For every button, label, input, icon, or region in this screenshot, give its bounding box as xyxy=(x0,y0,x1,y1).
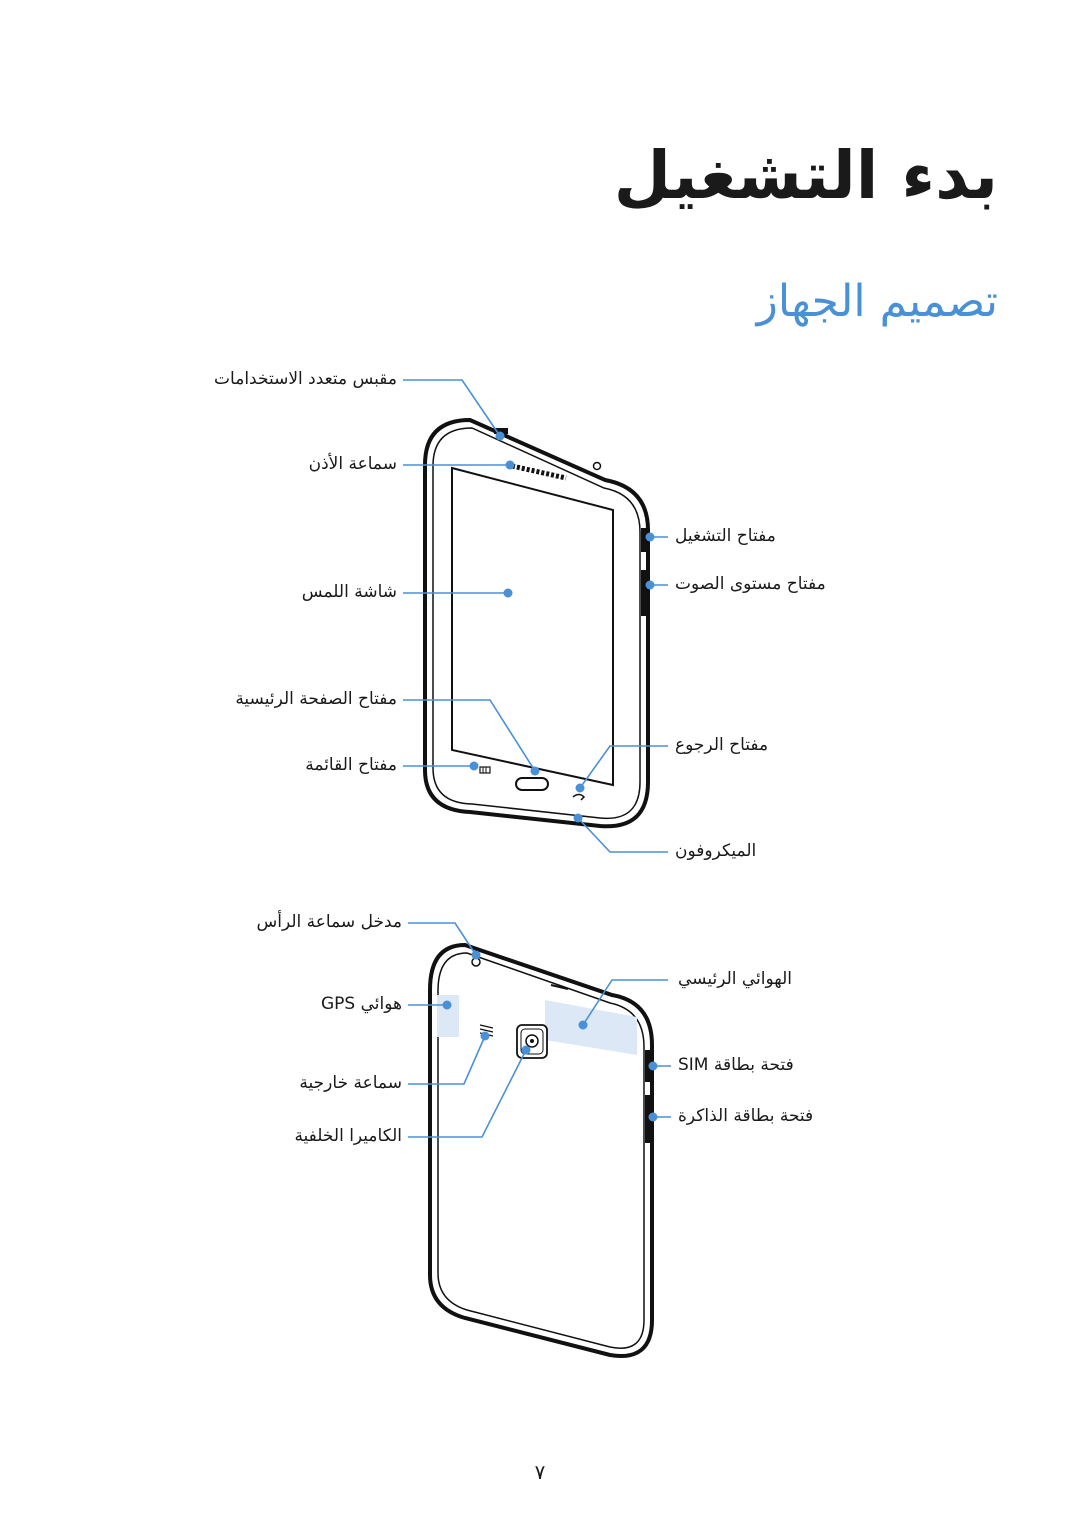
label-power-key: مفتاح التشغيل xyxy=(675,526,776,546)
label-earpiece: سماعة الأذن xyxy=(308,454,397,474)
label-gps-antenna: هوائي GPS xyxy=(321,994,402,1014)
sim-slot-cover xyxy=(645,1050,651,1082)
callout-line-jack xyxy=(403,379,501,437)
volume-key-shape xyxy=(641,570,647,616)
callout-line-headset xyxy=(408,922,477,956)
page-number: ٧ xyxy=(534,1460,546,1484)
label-multipurpose-jack: مقبس متعدد الاستخدامات xyxy=(214,369,397,389)
label-speaker: سماعة خارجية xyxy=(299,1073,402,1093)
menu-key-icon xyxy=(479,766,491,774)
front-device xyxy=(423,417,650,829)
label-back-key: مفتاح الرجوع xyxy=(675,735,769,755)
callout-line-mic xyxy=(577,817,668,853)
back-callout-dots xyxy=(442,950,658,1122)
memory-slot-cover xyxy=(645,1095,651,1143)
callout-line-back xyxy=(579,745,668,789)
label-volume-key: مفتاح مستوى الصوت xyxy=(675,574,826,594)
callout-line-antenna xyxy=(582,979,668,1026)
callout-line-home xyxy=(403,699,536,772)
label-home-key: مفتاح الصفحة الرئيسية xyxy=(235,689,397,709)
label-menu-key: مفتاح القائمة xyxy=(305,755,397,775)
front-device-inner-edge xyxy=(432,427,641,820)
touchscreen-panel xyxy=(451,466,614,787)
label-microphone: الميكروفون xyxy=(675,841,757,861)
label-memory-slot: فتحة بطاقة الذاكرة xyxy=(678,1106,814,1126)
back-device-body xyxy=(428,942,654,1358)
camera-lens-icon xyxy=(525,1034,539,1048)
back-callout-lines xyxy=(408,922,671,1138)
top-slot xyxy=(550,984,569,990)
front-camera xyxy=(592,461,602,471)
front-callout-dots xyxy=(469,431,655,823)
power-key-shape xyxy=(641,528,647,552)
home-key-shape xyxy=(515,777,549,791)
label-headset-jack: مدخل سماعة الرأس xyxy=(256,912,403,932)
label-rear-camera: الكاميرا الخلفية xyxy=(294,1126,402,1146)
main-antenna-area xyxy=(545,1000,637,1055)
multipurpose-jack-port xyxy=(494,428,508,434)
label-sim-slot: فتحة بطاقة SIM xyxy=(678,1055,794,1075)
section-title: تصميم الجهاز xyxy=(756,276,998,327)
back-key-icon xyxy=(572,793,586,801)
label-main-antenna: الهوائي الرئيسي xyxy=(678,969,793,989)
earpiece-grille xyxy=(511,463,567,481)
callout-line-speaker xyxy=(408,1035,486,1085)
callout-line-camera xyxy=(408,1049,527,1138)
back-device xyxy=(428,942,654,1358)
rear-camera-module xyxy=(516,1024,548,1059)
chapter-title: بدء التشغيل xyxy=(613,137,998,214)
label-touchscreen: شاشة اللمس xyxy=(301,582,397,602)
back-device-inner-edge xyxy=(437,952,645,1349)
